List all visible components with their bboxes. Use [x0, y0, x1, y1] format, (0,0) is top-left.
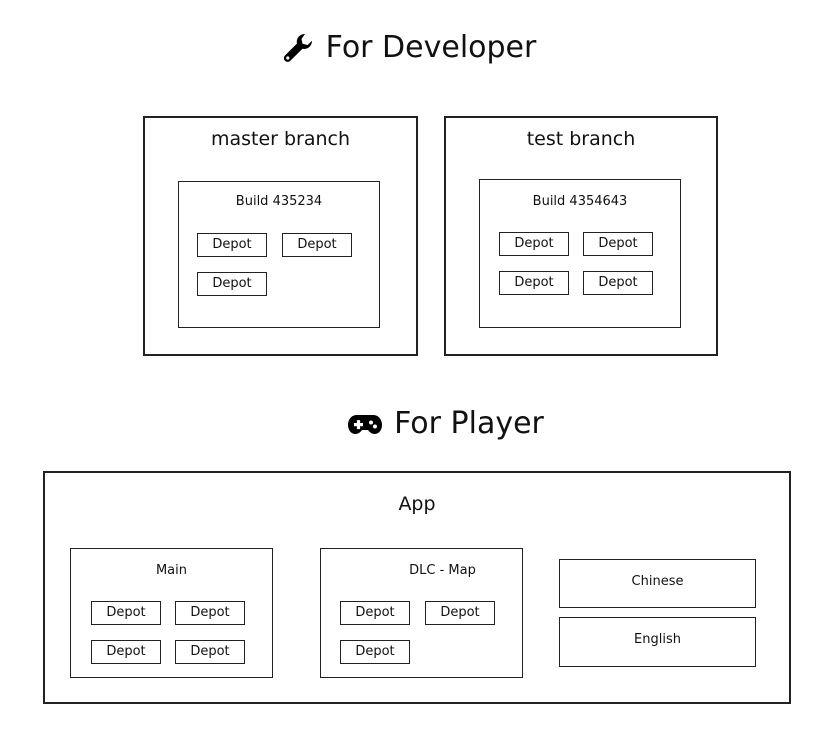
- depot-box: Depot: [282, 233, 352, 257]
- master-branch-label: master branch: [210, 128, 351, 150]
- depot-box: Depot: [197, 272, 267, 296]
- master-branch-box: master branch Build 435234 Depot Depot D…: [143, 116, 418, 356]
- app-label: App: [398, 493, 436, 515]
- build-box-test: Build 4354643 Depot Depot Depot Depot: [479, 179, 681, 328]
- language-label: English: [634, 632, 681, 647]
- language-label: Chinese: [631, 574, 684, 589]
- build-box-master: Build 435234 Depot Depot Depot: [178, 181, 380, 328]
- depot-box: Depot: [175, 640, 245, 664]
- test-branch-label: test branch: [526, 128, 636, 150]
- dlc-package-box: DLC - Map Depot Depot Depot: [320, 548, 523, 678]
- depot-box: Depot: [91, 640, 161, 664]
- depot-box: Depot: [499, 232, 569, 256]
- depot-box: Depot: [91, 601, 161, 625]
- player-heading-text: For Player: [394, 406, 544, 441]
- developer-heading-text: For Developer: [325, 30, 537, 65]
- main-package-box: Main Depot Depot Depot Depot: [70, 548, 273, 678]
- language-chinese-box: Chinese: [559, 559, 756, 608]
- build-label-test: Build 4354643: [532, 194, 628, 209]
- developer-heading: For Developer: [0, 30, 816, 66]
- depot-box: Depot: [583, 232, 653, 256]
- player-heading: For Player: [0, 406, 816, 442]
- depot-box: Depot: [340, 601, 410, 625]
- build-label-master: Build 435234: [235, 194, 323, 209]
- app-box: App Main Depot Depot Depot Depot DLC - M…: [43, 471, 791, 704]
- depot-box: Depot: [340, 640, 410, 664]
- language-english-box: English: [559, 617, 756, 667]
- wrench-icon: [283, 34, 312, 62]
- depot-box: Depot: [499, 271, 569, 295]
- depot-box: Depot: [583, 271, 653, 295]
- test-branch-box: test branch Build 4354643 Depot Depot De…: [444, 116, 718, 356]
- dlc-package-label: DLC - Map: [409, 563, 476, 578]
- depot-box: Depot: [425, 601, 495, 625]
- main-package-label: Main: [155, 563, 188, 578]
- depot-box: Depot: [197, 233, 267, 257]
- depot-box: Depot: [175, 601, 245, 625]
- gamepad-icon: [348, 415, 383, 434]
